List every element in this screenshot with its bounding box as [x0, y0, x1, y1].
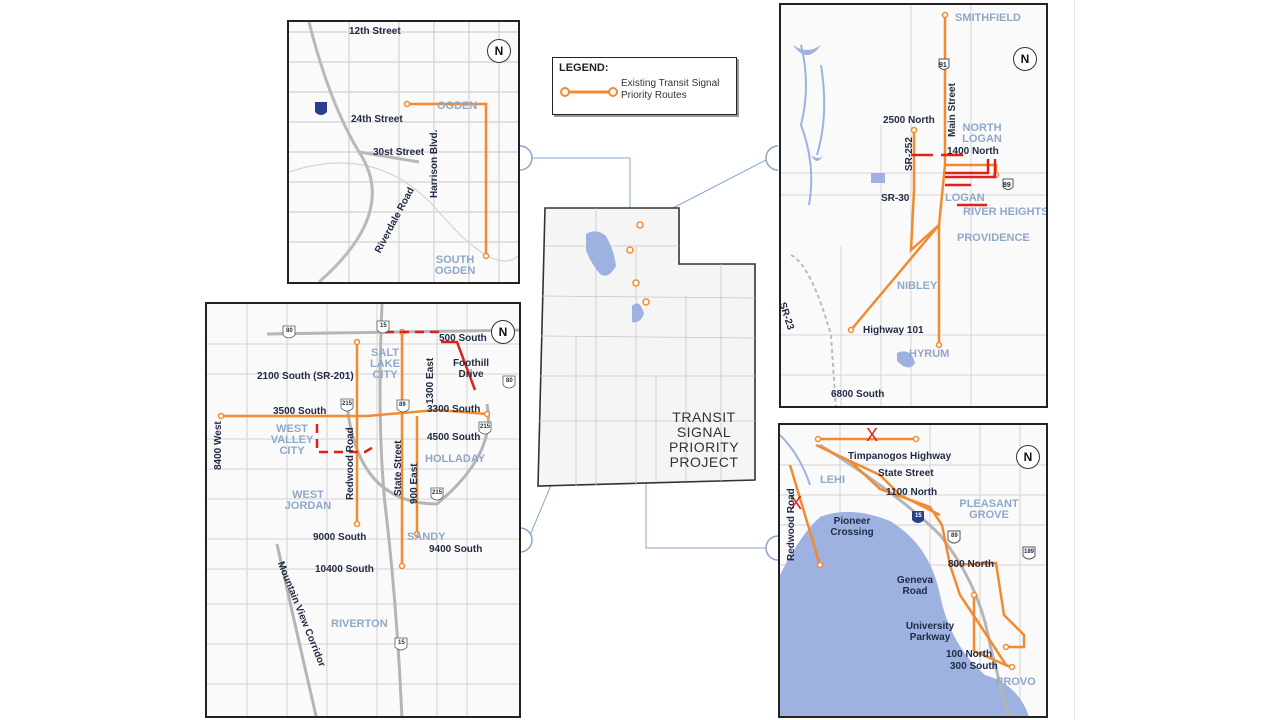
street-label-6800-south: 6800 South	[831, 389, 885, 400]
shield-215-south-icon: 215	[432, 490, 443, 496]
street-label-sr-30: SR-30	[881, 193, 910, 204]
street-label-8400-west: 8400 West	[213, 421, 224, 470]
north-arrow-icon: N	[491, 320, 515, 344]
ogden-route	[407, 102, 488, 256]
shield-80-icon: 80	[286, 328, 293, 334]
city-label-pleasant-grove: PLEASANT GROVE	[959, 498, 1019, 521]
city-label-holladay: HOLLADAY	[425, 453, 486, 465]
city-label-north-logan: NORTH LOGAN	[962, 122, 1002, 145]
shield-15-icon: 15	[915, 513, 922, 519]
street-label-sr-252: SR-252	[904, 137, 915, 171]
utah-state-map	[536, 206, 761, 488]
logan-map-graphics	[781, 5, 1046, 406]
shield-189-icon: 189	[1024, 549, 1035, 555]
utah-county-routes	[788, 437, 1026, 669]
salt-lake-map-graphics	[207, 304, 519, 716]
shield-15-icon: 15	[380, 323, 387, 329]
street-label-12th: 12th Street	[349, 26, 401, 37]
street-label-1400-north: 1400 North	[947, 146, 999, 157]
x-mark-redwood: X	[790, 493, 803, 513]
legend: LEGEND: Existing Transit Signal Priority…	[552, 57, 737, 115]
ogden-map: 12th Street 24th Street 30st Street Harr…	[287, 20, 520, 284]
shield-215-east-icon: 215	[480, 424, 491, 430]
utah-county-map-graphics	[780, 425, 1046, 716]
logan-red-annotations	[911, 153, 997, 207]
utah-county-map: X X Timpanogos Highway State Street 1100…	[778, 423, 1048, 718]
north-arrow-icon: N	[1013, 47, 1037, 71]
street-label-1300-east: 1300 East	[425, 357, 436, 404]
city-label-river-heights: RIVER HEIGHTS	[963, 206, 1048, 218]
street-label-4500-south: 4500 South	[427, 432, 481, 443]
legend-title: LEGEND:	[559, 62, 609, 74]
street-label-2100-south: 2100 South (SR-201)	[257, 371, 354, 382]
city-label-logan: LOGAN	[945, 192, 985, 204]
salt-lake-routes	[221, 332, 488, 566]
city-label-hyrum: HYRUM	[909, 348, 950, 360]
street-label-state-street: State Street	[393, 440, 404, 496]
city-label-west-jordan: WEST JORDAN	[284, 489, 332, 512]
street-label-30st: 30st Street	[373, 147, 425, 158]
street-label-redwood-road: Redwood Road	[786, 488, 797, 561]
street-label-1100-north: 1100 North	[886, 487, 938, 498]
project-title: TRANSIT SIGNAL PRIORITY PROJECT	[668, 409, 740, 470]
shield-89-icon: 89	[951, 533, 958, 539]
city-label-smithfield: SMITHFIELD	[955, 12, 1021, 24]
street-label-harrison: Harrison Blvd.	[429, 129, 440, 198]
street-label-university-parkway: University Parkway	[905, 621, 955, 643]
street-label-foothill: Foothill Drive	[452, 358, 490, 380]
street-label-9400-south: 9400 South	[429, 544, 483, 555]
north-arrow-icon: N	[487, 39, 511, 63]
shield-80-east-icon: 80	[506, 378, 513, 384]
city-label-riverton: RIVERTON	[331, 618, 388, 630]
utah-state-graphics	[537, 207, 756, 487]
city-label-lehi: LEHI	[820, 474, 846, 486]
city-label-sandy: SANDY	[407, 531, 446, 543]
city-label-providence: PROVIDENCE	[957, 232, 1030, 244]
street-label-main-street: Main Street	[947, 83, 958, 137]
street-label-500-south: 500 South	[439, 333, 487, 344]
shield-215-icon: 215	[342, 401, 353, 407]
street-label-timpanogos: Timpanogos Highway	[848, 451, 952, 462]
city-label-west-valley-city: WEST VALLEY CITY	[270, 423, 314, 457]
city-label-south-ogden: SOUTH OGDEN	[435, 254, 476, 277]
street-label-pioneer-crossing: Pioneer Crossing	[830, 516, 874, 538]
street-label-9000-south: 9000 South	[313, 532, 367, 543]
street-label-900-east: 900 East	[409, 463, 420, 504]
shield-15-south-icon: 15	[398, 640, 405, 646]
salt-lake-red-annotations	[315, 330, 477, 454]
street-label-geneva-road: Geneva Road	[896, 575, 934, 597]
ogden-map-graphics	[289, 22, 518, 282]
street-label-24th: 24th Street	[351, 114, 403, 125]
logan-map: SMITHFIELD NORTH LOGAN LOGAN RIVER HEIGH…	[779, 3, 1048, 408]
city-label-provo: PROVO	[996, 676, 1036, 688]
shield-89-icon: 89	[399, 402, 406, 408]
street-label-2500-north: 2500 North	[883, 115, 935, 126]
city-label-salt-lake-city: SALT LAKE CITY	[370, 347, 400, 381]
route-line-icon	[560, 87, 618, 97]
right-sidebar	[1074, 0, 1280, 720]
shield-89-icon: 89	[1003, 182, 1011, 189]
street-label-state-street: State Street	[878, 468, 934, 479]
shield-91-icon: 91	[939, 62, 947, 69]
street-label-800-north: 800 North	[948, 559, 995, 570]
street-label-highway-101: Highway 101	[863, 325, 924, 336]
street-label-3300-south: 3300 South	[427, 404, 481, 415]
street-label-10400-south: 10400 South	[315, 564, 374, 575]
salt-lake-map: 500 South Foothill Drive 2100 South (SR-…	[205, 302, 521, 718]
legend-item-label: Existing Transit Signal Priority Routes	[621, 78, 720, 101]
street-label-redwood: Redwood Road	[345, 427, 356, 500]
street-label-300-south: 300 South	[950, 661, 998, 672]
street-label-100-north: 100 North	[946, 649, 993, 660]
north-arrow-icon: N	[1016, 445, 1040, 469]
street-label-3500-south: 3500 South	[273, 406, 327, 417]
city-label-ogden: OGDEN	[437, 100, 478, 112]
city-label-nibley: NIBLEY	[897, 280, 938, 292]
utah-lake	[780, 511, 1029, 716]
x-mark-timpanogos: X	[866, 425, 879, 445]
